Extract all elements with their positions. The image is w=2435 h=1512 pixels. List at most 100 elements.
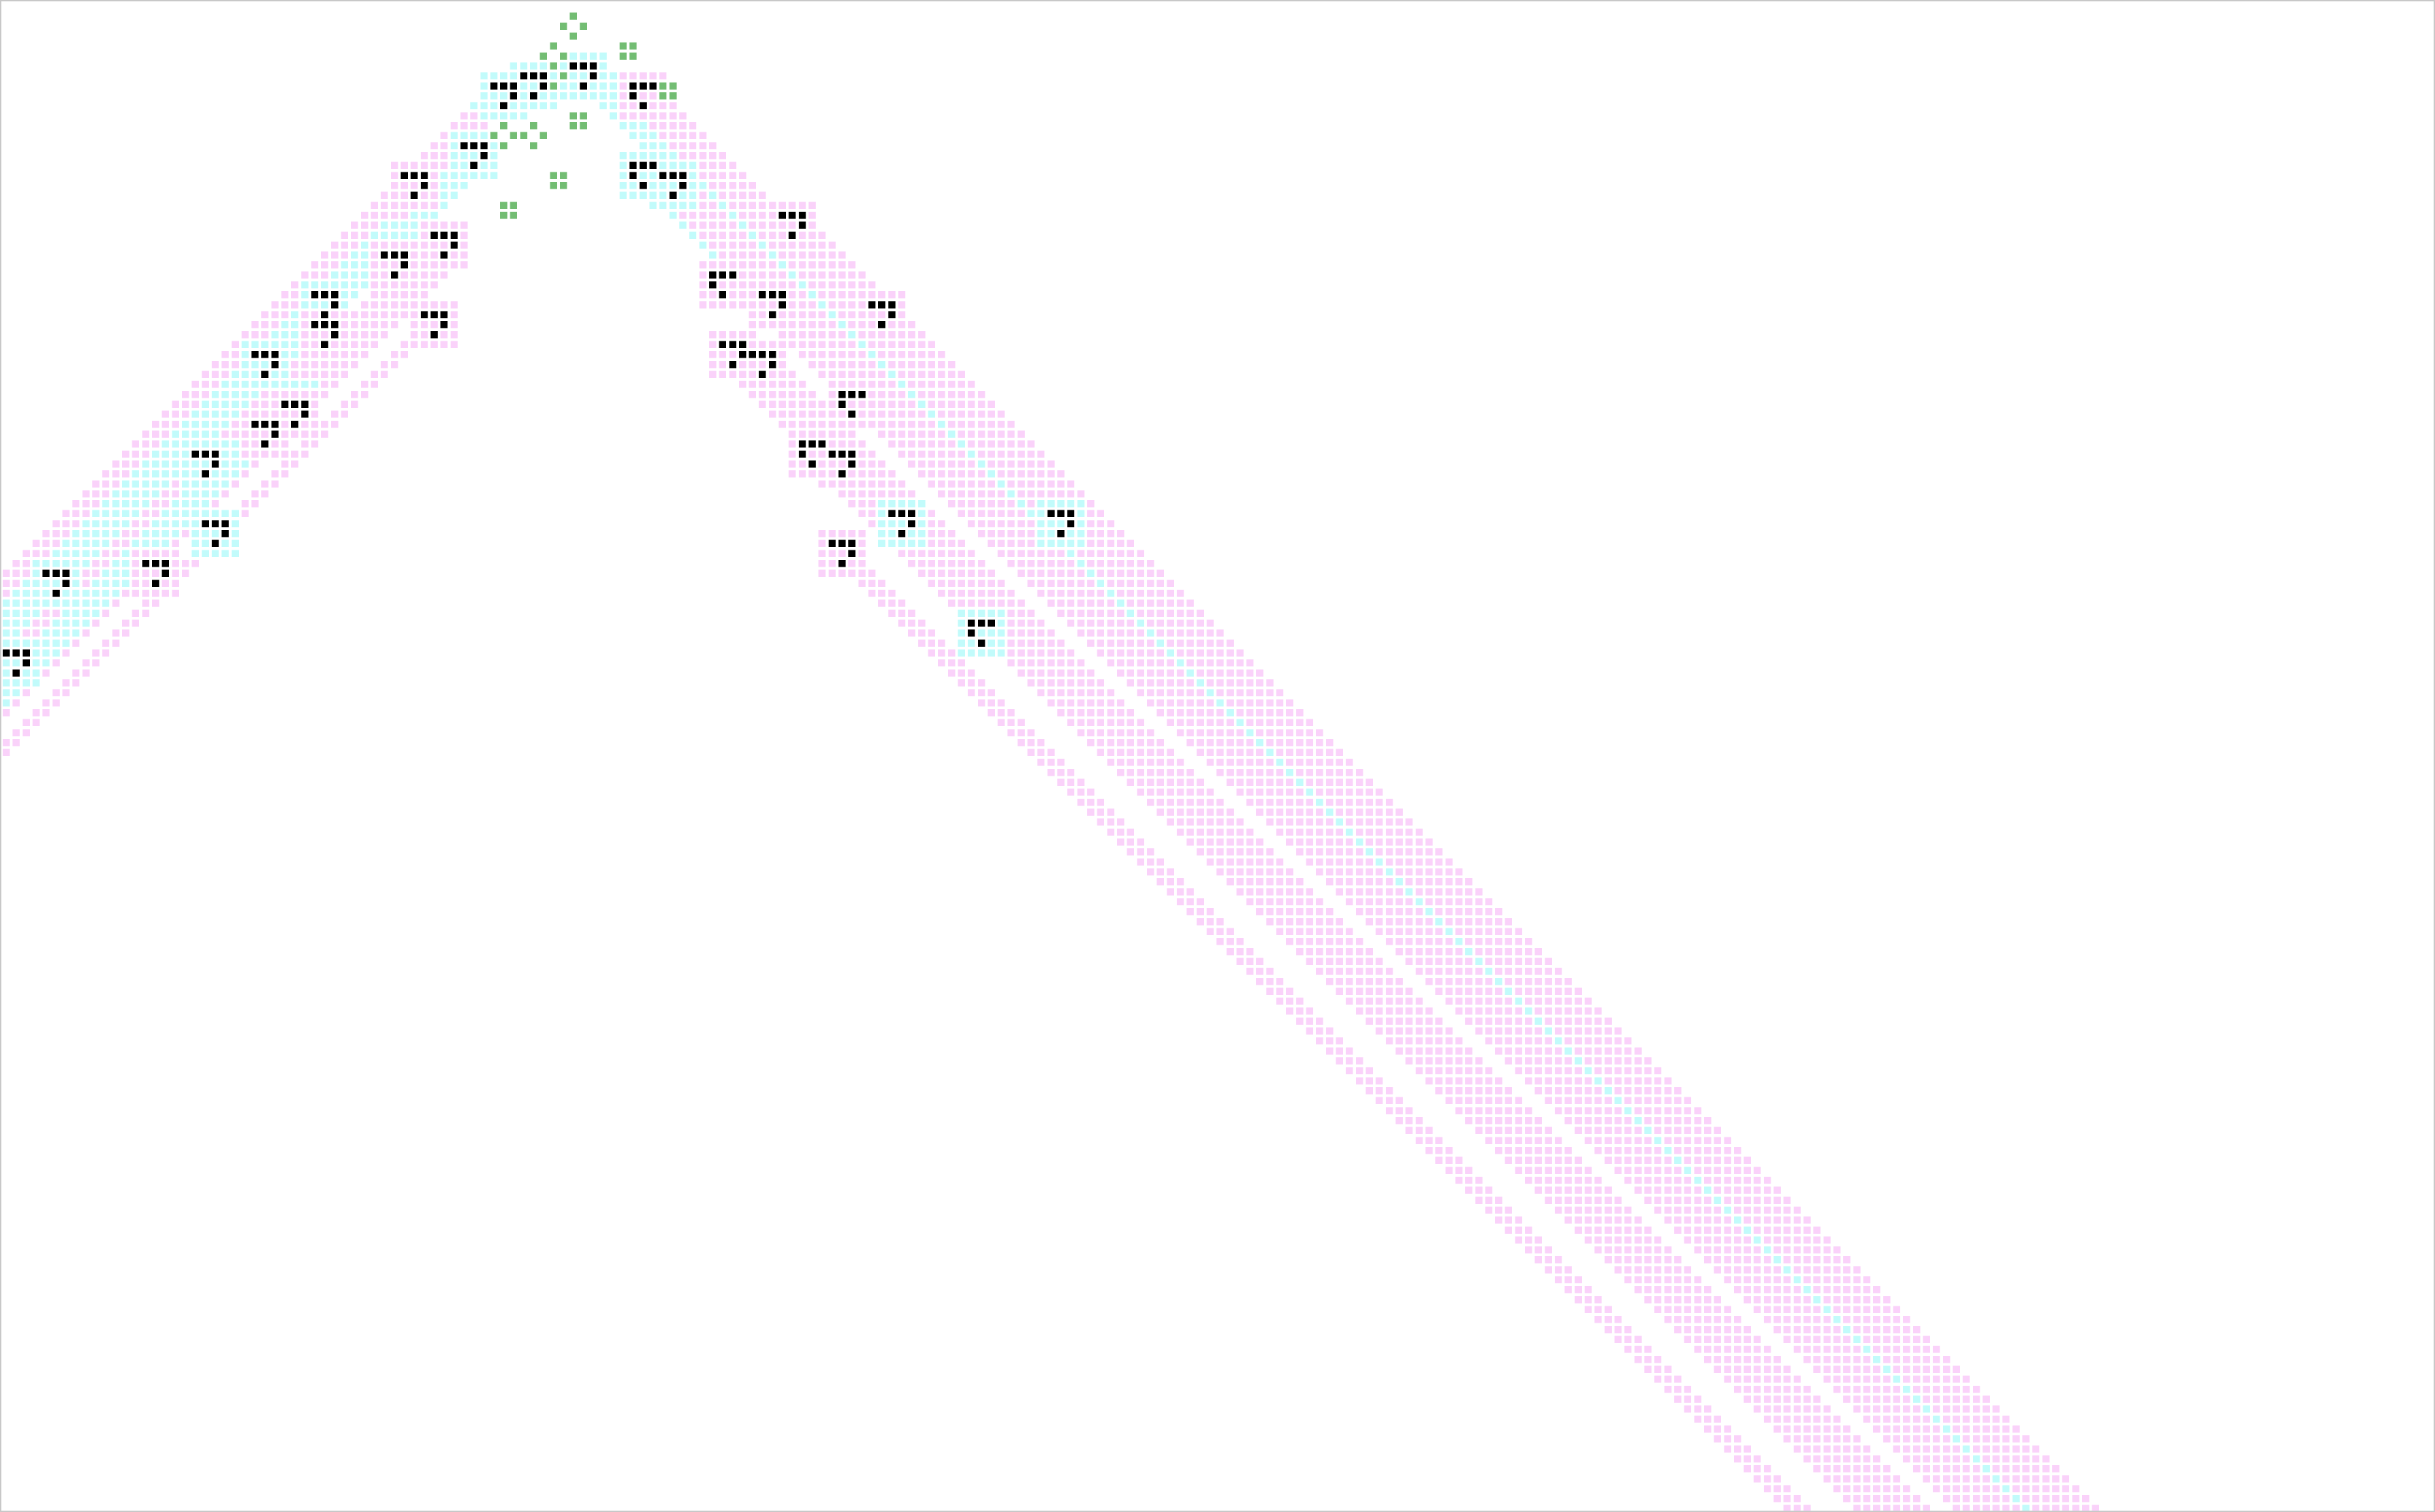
trail-cell [1475,938,1483,945]
trail-cell [1296,778,1304,787]
trail-cell [82,659,90,667]
trail-cell [1107,560,1114,567]
trail-cell [132,450,140,458]
trail-cell [360,390,369,398]
trail-cell [1952,1415,1960,1423]
trail-cell [719,151,727,159]
trail-cell [1813,1276,1821,1284]
trail-cell [411,211,418,219]
trail-cell [719,181,727,189]
trail-cell [172,490,179,497]
trail-cell [1137,590,1144,597]
trail-cell [968,420,975,428]
trail-cell [947,400,956,408]
trail-cell [251,390,259,398]
trail-cell [669,132,677,140]
trail-cell [381,202,388,209]
trail-cell [798,261,806,269]
trail-cell [12,738,20,746]
trail-cell [669,142,677,149]
trail-cell [918,400,926,408]
trail-cell [460,122,468,130]
trail-cell [1206,689,1214,697]
trail-cell [1793,1266,1801,1274]
trail-cell [440,172,448,179]
trail-cell [968,470,975,478]
trail-cell [92,520,100,527]
trail-cell [828,291,836,299]
trail-cell [759,251,766,259]
trail-cell [888,390,896,398]
trail-cell [1933,1395,1940,1403]
trail-cell [390,301,398,309]
trail-cell [878,371,886,378]
trail-cell [42,649,50,657]
trail-cell [82,490,90,497]
trail-cell [42,550,50,557]
trail-cell [3,609,10,617]
trail-cell [1594,1067,1602,1075]
trail-cell [241,390,249,398]
trail-cell [132,440,140,448]
trail-cell [1365,818,1373,826]
trail-cell [42,659,50,667]
trail-cell [122,560,130,567]
trail-cell [609,72,617,80]
trail-cell [1604,1087,1612,1095]
trail-cell [749,202,757,209]
trail-cell [808,291,816,299]
trail-cell [719,241,727,249]
trail-cell [440,202,448,209]
trail-cell [1515,998,1522,1005]
trail-cell [1286,749,1294,757]
trail-cell [1266,729,1274,736]
trail-cell [1873,1355,1881,1363]
trail-cell [341,241,349,249]
trail-cell [798,301,806,309]
trail-cell [768,261,776,269]
trail-cell [1465,947,1473,956]
trail-cell [798,291,806,299]
trail-cell [918,371,926,378]
trail-cell [828,330,836,339]
trail-cell [998,460,1005,468]
trail-cell [122,450,130,458]
trail-cell [33,540,40,548]
trail-cell [1654,1127,1662,1135]
trail-cell [1903,1365,1910,1373]
trail-cell [918,381,926,388]
trail-cell [191,400,200,408]
trail-cell [301,371,309,378]
trail-cell [689,132,697,140]
trail-cell [381,330,388,339]
trail-cell [629,122,637,130]
trail-cell [211,371,219,378]
trail-cell [1703,1176,1712,1184]
trail-cell [1346,808,1353,816]
trail-cell [1993,1455,2000,1462]
trail-cell [311,371,319,378]
trail-cell [977,470,985,478]
trail-cell [818,271,826,279]
trail-cell [1664,1127,1672,1135]
trail-cell [898,360,905,368]
trail-cell [759,241,766,249]
trail-cell [669,122,677,130]
trail-cell [371,221,378,229]
trail-cell [1087,550,1095,557]
trail-cell [2002,1455,2010,1462]
trail-cell [2032,1505,2040,1511]
trail-cell [211,411,219,418]
trail-cell [172,411,179,418]
trail-cell [928,390,935,398]
trail-cell [1564,1027,1572,1035]
trail-cell [818,330,826,339]
trail-cell [211,400,219,408]
trail-cell [1465,938,1473,945]
trail-cell [390,231,398,239]
trail-cell [381,291,388,299]
trail-cell [1883,1355,1891,1363]
trail-cell [1007,490,1015,497]
